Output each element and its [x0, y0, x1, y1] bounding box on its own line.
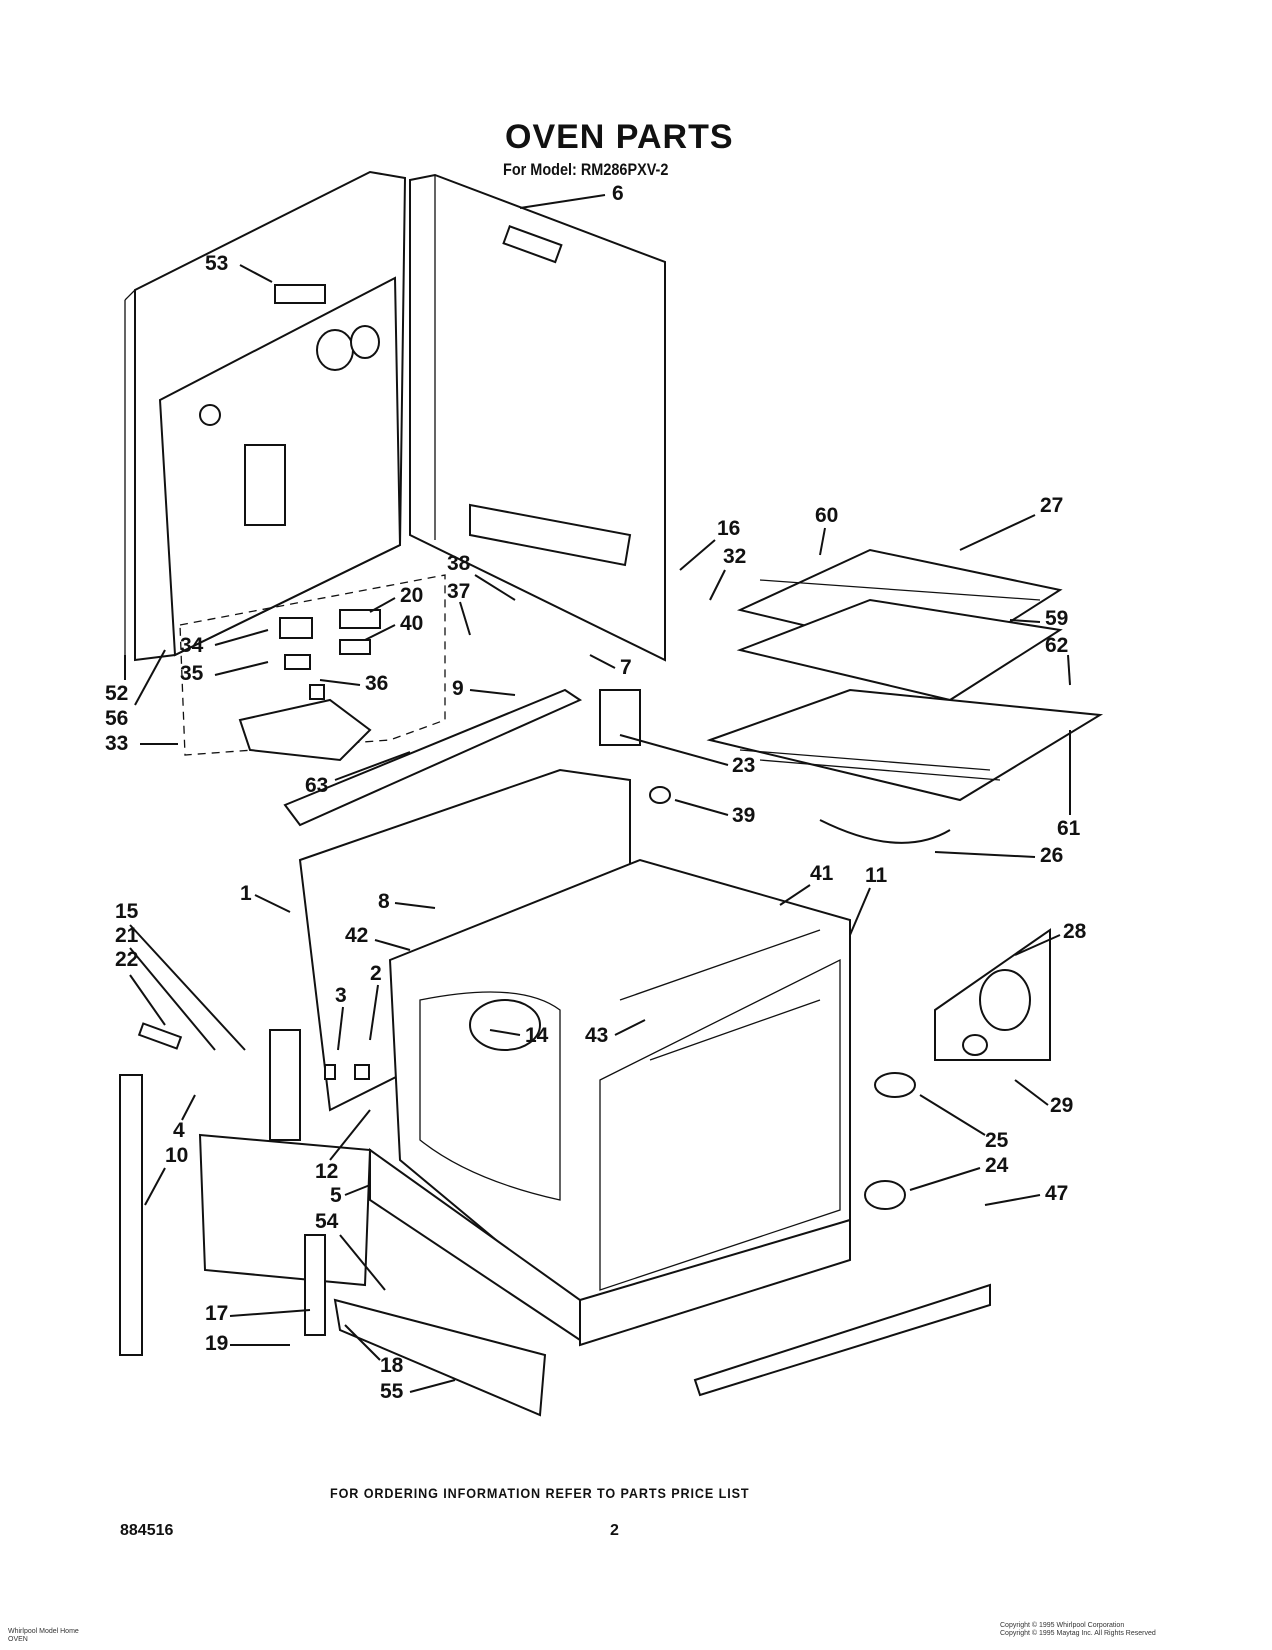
callout-33: 33 [105, 732, 128, 755]
left-caption: Whirlpool Model Home OVEN [8, 1628, 79, 1644]
page-title: OVEN PARTS [505, 118, 734, 156]
callout-38: 38 [447, 552, 471, 575]
callout-63: 63 [305, 774, 328, 797]
callout-1: 1 [240, 882, 252, 905]
door-hardware [119, 688, 1051, 1417]
switch-group-box [179, 574, 446, 762]
callout-17: 17 [205, 1302, 228, 1325]
callout-59: 59 [1045, 607, 1068, 630]
callout-43: 43 [585, 1024, 608, 1047]
callout-41: 41 [810, 862, 834, 885]
callout-36: 36 [365, 672, 388, 695]
callout-22: 22 [115, 948, 138, 971]
callout-54: 54 [315, 1210, 339, 1233]
callout-34: 34 [180, 634, 204, 657]
copyright-line-1: Copyright © 1995 Whirlpool Corporation [1000, 1622, 1125, 1629]
callout-25: 25 [985, 1129, 1009, 1152]
callout-28: 28 [1063, 920, 1087, 943]
callout-27: 27 [1040, 494, 1063, 517]
rear-panel-left [124, 170, 407, 662]
oven-racks [706, 548, 1104, 844]
callout-55: 55 [380, 1380, 404, 1403]
callout-53: 53 [205, 252, 228, 275]
callout-11: 11 [865, 864, 888, 887]
oven-body [298, 768, 851, 1347]
callout-4: 4 [173, 1119, 185, 1142]
callout-6: 6 [612, 182, 624, 205]
callout-39: 39 [732, 804, 755, 827]
ordering-note: FOR ORDERING INFORMATION REFER TO PARTS … [330, 1485, 750, 1501]
callout-3: 3 [335, 984, 347, 1007]
rear-panel-right [409, 173, 666, 662]
callout-24: 24 [985, 1154, 1009, 1177]
callout-60: 60 [815, 504, 838, 527]
callout-12: 12 [315, 1160, 338, 1183]
figure-number: 884516 [120, 1522, 174, 1539]
callout-10: 10 [165, 1144, 188, 1167]
callout-62: 62 [1045, 634, 1068, 657]
page-number: 2 [610, 1522, 619, 1539]
callout-35: 35 [180, 662, 204, 685]
callout-labels: 53 6 16 27 60 32 38 20 37 40 7 59 62 34 … [105, 182, 1087, 1403]
callout-42: 42 [345, 924, 368, 947]
callout-16: 16 [717, 517, 740, 540]
model-subtitle: For Model: RM286PXV-2 [503, 160, 669, 179]
copyright-notice: Copyright © 1995 Whirlpool Corporation C… [1000, 1622, 1156, 1638]
left-caption-line-1: Whirlpool Model Home [8, 1628, 79, 1635]
callout-47: 47 [1045, 1182, 1068, 1205]
callout-5: 5 [330, 1184, 342, 1207]
callout-19: 19 [205, 1332, 228, 1355]
callout-29: 29 [1050, 1094, 1073, 1117]
left-caption-line-2: OVEN [8, 1636, 28, 1643]
callout-2: 2 [370, 962, 382, 985]
callout-23: 23 [732, 754, 755, 777]
callout-14: 14 [525, 1024, 549, 1047]
callout-32: 32 [723, 545, 746, 568]
callout-52: 52 [105, 682, 128, 705]
callout-8: 8 [378, 890, 390, 913]
callout-15: 15 [115, 900, 139, 923]
callout-20: 20 [400, 584, 423, 607]
callout-56: 56 [105, 707, 128, 730]
callout-26: 26 [1040, 844, 1063, 867]
callout-21: 21 [115, 924, 139, 947]
callout-7: 7 [620, 656, 632, 679]
callout-37: 37 [447, 580, 470, 603]
copyright-line-2: Copyright © 1995 Maytag Inc. All Rights … [1000, 1630, 1156, 1637]
callout-18: 18 [380, 1354, 404, 1377]
callout-40: 40 [400, 612, 423, 635]
callout-61: 61 [1057, 817, 1081, 840]
callout-9: 9 [452, 677, 464, 700]
